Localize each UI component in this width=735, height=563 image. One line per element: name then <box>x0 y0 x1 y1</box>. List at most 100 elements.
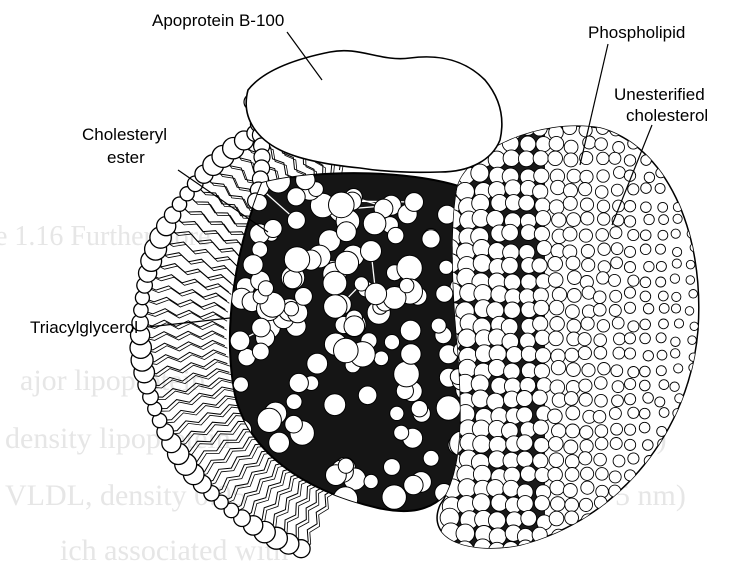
surface-bead <box>609 471 621 483</box>
surface-bead <box>533 420 548 435</box>
surface-bead <box>549 511 564 526</box>
surface-bead <box>549 437 564 452</box>
surface-bead <box>519 195 535 211</box>
surface-bead <box>598 213 610 225</box>
surface-bead <box>659 319 669 329</box>
core-bead <box>307 353 328 374</box>
surface-bead <box>705 487 713 495</box>
surface-bead <box>704 379 712 387</box>
surface-bead <box>504 302 520 318</box>
surface-bead <box>566 424 580 438</box>
surface-bead <box>611 365 623 377</box>
svg-text:ich associated with: ich associated with <box>60 534 288 563</box>
core-bead <box>283 270 302 289</box>
core-bead <box>230 331 250 351</box>
surface-bead <box>517 496 533 512</box>
surface-bead <box>705 367 713 375</box>
surface-bead <box>548 151 563 166</box>
surface-bead <box>578 346 591 359</box>
surface-bead <box>473 435 491 453</box>
surface-bead <box>641 155 652 166</box>
surface-bead <box>656 277 666 287</box>
surface-bead <box>612 395 624 407</box>
surface-bead <box>535 330 550 345</box>
surface-bead <box>580 440 593 453</box>
fatty-acid-tail <box>141 309 225 319</box>
surface-bead <box>674 427 683 436</box>
core-bead <box>365 283 387 305</box>
surface-bead <box>610 124 622 136</box>
surface-bead <box>624 262 635 273</box>
surface-bead <box>690 243 698 251</box>
surface-bead <box>563 484 577 498</box>
surface-bead <box>703 216 711 224</box>
surface-bead <box>521 274 537 290</box>
core-bead <box>358 386 377 405</box>
surface-bead <box>686 502 695 511</box>
surface-bead <box>656 261 666 271</box>
surface-bead <box>702 338 710 346</box>
surface-bead <box>640 291 651 302</box>
surface-bead <box>473 494 491 512</box>
surface-bead <box>628 453 639 464</box>
surface-bead <box>659 380 669 390</box>
core-bead <box>423 450 439 466</box>
surface-bead <box>625 531 636 542</box>
surface-bead <box>534 168 549 183</box>
surface-bead <box>517 435 533 451</box>
surface-bead <box>611 243 623 255</box>
core-bead <box>397 255 422 280</box>
core-bead <box>361 241 382 262</box>
core-bead <box>286 394 302 410</box>
surface-bead <box>609 407 621 419</box>
core-bead <box>287 211 305 229</box>
core-bead <box>374 351 389 366</box>
surface-bead <box>702 471 710 479</box>
surface-bead <box>581 245 594 258</box>
surface-bead <box>701 413 709 421</box>
label-triacylglycerol: Triacylglycerol <box>30 318 138 337</box>
surface-bead <box>534 364 549 379</box>
surface-bead <box>597 152 609 164</box>
surface-bead <box>688 336 697 345</box>
label-apoprotein-b100: Apoprotein B-100 <box>152 11 284 30</box>
surface-bead <box>567 289 581 303</box>
surface-bead <box>566 406 580 420</box>
core-bead <box>264 220 282 238</box>
surface-bead <box>533 151 548 166</box>
surface-bead <box>579 229 592 242</box>
surface-bead <box>597 320 609 332</box>
core-bead <box>394 361 420 387</box>
surface-bead <box>690 533 698 541</box>
core-bead <box>384 459 401 476</box>
surface-bead <box>655 397 665 407</box>
surface-bead <box>628 275 639 286</box>
surface-bead <box>687 456 696 465</box>
core-bead <box>324 394 346 416</box>
surface-bead <box>563 227 577 241</box>
surface-bead <box>549 200 564 215</box>
surface-bead <box>685 307 694 316</box>
surface-bead <box>656 244 666 254</box>
surface-bead <box>550 317 565 332</box>
surface-bead <box>674 158 683 167</box>
surface-bead <box>582 258 595 271</box>
surface-bead <box>625 378 636 389</box>
surface-bead <box>567 319 581 333</box>
core-bead <box>411 401 427 417</box>
surface-bead <box>581 481 594 494</box>
surface-bead <box>580 426 593 439</box>
surface-bead <box>536 543 551 558</box>
surface-bead <box>596 229 609 242</box>
surface-bead <box>579 452 592 465</box>
surface-bead <box>548 273 563 288</box>
surface-bead <box>612 317 624 329</box>
surface-bead <box>644 172 654 182</box>
surface-bead <box>579 379 592 392</box>
surface-bead <box>609 274 621 286</box>
surface-bead <box>625 394 636 405</box>
surface-bead <box>565 498 579 512</box>
core-bead <box>400 320 421 341</box>
core-bead <box>258 281 273 296</box>
surface-bead <box>670 382 679 391</box>
